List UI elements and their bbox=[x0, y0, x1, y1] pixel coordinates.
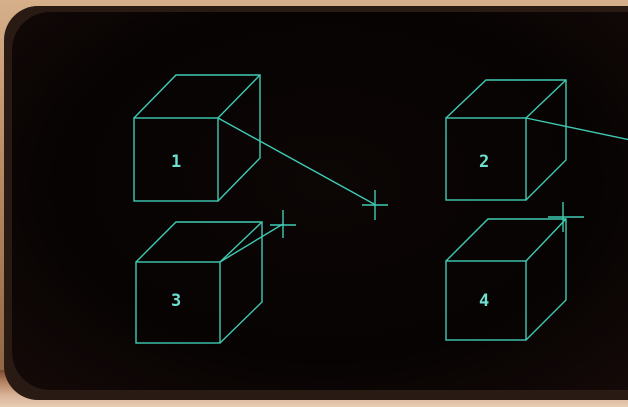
cube-3-label: 3 bbox=[171, 291, 181, 311]
cube-1-tether-line bbox=[218, 118, 374, 204]
cube-3[interactable]: 3 bbox=[136, 210, 296, 343]
cube-3-edge bbox=[220, 222, 262, 262]
cube-2-edge bbox=[526, 80, 566, 118]
cube-1[interactable]: 1 bbox=[134, 75, 260, 201]
cube-2-tether-line bbox=[526, 118, 628, 142]
cube-4-label: 4 bbox=[479, 291, 489, 311]
cube-1-label: 1 bbox=[171, 152, 181, 172]
crosshair-cursor[interactable] bbox=[362, 190, 388, 220]
cube-3-tether-line bbox=[220, 224, 283, 262]
crt-screen[interactable]: 1 2 3 4 bbox=[12, 12, 628, 390]
cube-2-label: 2 bbox=[479, 152, 489, 172]
cube-2[interactable]: 2 bbox=[446, 80, 566, 200]
cube-4[interactable]: 4 bbox=[446, 202, 584, 340]
vector-display[interactable]: 1 2 3 4 bbox=[12, 12, 628, 390]
cube-4-edge bbox=[526, 219, 566, 261]
cube-1-edge bbox=[218, 75, 260, 118]
